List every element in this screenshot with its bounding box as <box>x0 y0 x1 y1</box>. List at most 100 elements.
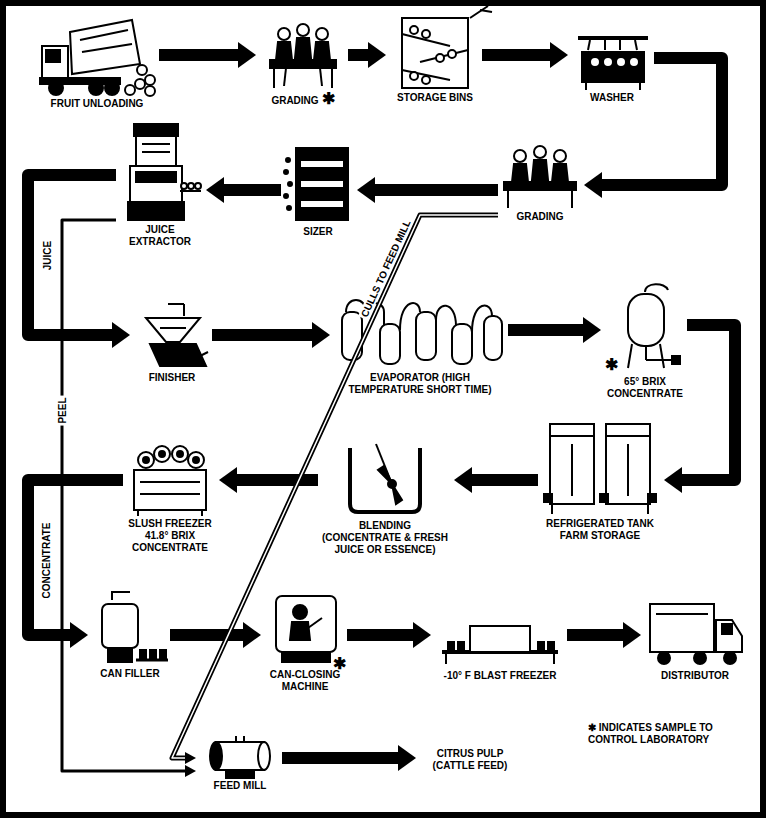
slush-freezer-icon-part <box>140 493 200 495</box>
delivery-truck-icon <box>650 604 742 664</box>
tank-farm-icon-part <box>648 494 656 502</box>
feed-mill-icon-part <box>216 742 264 770</box>
truck-icon-part <box>80 30 128 40</box>
station-label: FRUIT UNLOADING <box>35 98 159 110</box>
truck-icon-part <box>42 46 68 80</box>
tank-farm-icon-part <box>606 424 650 504</box>
flow-arrow-shaft <box>567 629 625 641</box>
juice-extractor-icon-part <box>130 166 182 202</box>
washer-icon-part <box>582 52 644 82</box>
juice-extractor-icon-part <box>136 172 176 182</box>
arrowhead <box>70 622 88 648</box>
can-closing-machine-icon-part <box>308 618 322 628</box>
sample-asterisk: ✱ <box>322 90 335 107</box>
washer-icon-part <box>616 57 626 67</box>
can-filler-icon-part <box>112 592 130 600</box>
graders-icon-part <box>316 28 328 40</box>
concentrate-tank-icon-part <box>628 344 632 368</box>
blending-vat-icon-part <box>350 448 420 512</box>
station-label: GRADING <box>498 211 582 223</box>
sizer-icon-part <box>300 160 344 168</box>
feed-mill-icon <box>210 736 270 778</box>
station-label: REFRIGERATED TANK FARM STORAGE <box>538 518 662 542</box>
flow-arrow-shaft <box>482 49 552 61</box>
truck-icon-part <box>46 50 60 62</box>
tank-farm-icon-part <box>551 504 553 514</box>
can-closing-machine-icon-part <box>293 605 307 619</box>
arrowhead <box>206 177 224 203</box>
blending-vat-icon-part <box>378 466 402 504</box>
station-label: FINISHER <box>132 372 212 384</box>
process-station: REFRIGERATED TANK FARM STORAGE <box>538 418 662 542</box>
blast-freezer-icon-part <box>553 654 555 664</box>
slush-freezer-icon-part <box>188 452 204 468</box>
graders-icon-part <box>284 68 286 86</box>
station-label: EVAPORATOR (HIGH TEMPERATURE SHORT TIME) <box>332 372 508 396</box>
graders-icon <box>270 24 336 88</box>
arrowhead <box>357 177 375 203</box>
washer-icon-part <box>585 82 587 90</box>
process-station: 65° BRIX CONCENTRATE ✱ <box>603 280 687 400</box>
blending-vat-icon <box>350 444 420 512</box>
process-station: STORAGE BINS <box>388 10 482 104</box>
graders-icon-part <box>504 182 576 190</box>
graders-icon-part <box>331 68 333 88</box>
tank-farm-icon-part <box>606 435 650 437</box>
evaporator-icon-part <box>380 324 400 364</box>
tank-farm-icon-part <box>550 424 594 504</box>
washer-icon-part <box>604 40 606 50</box>
flow-arrow <box>159 42 256 68</box>
graders-icon-part <box>554 150 566 162</box>
arrowhead <box>550 42 568 68</box>
arrowhead <box>664 467 682 493</box>
station-label: CAN-CLOSING MACHINE <box>263 669 347 693</box>
storage-bins-icon-part <box>422 30 430 38</box>
juice-extractor-icon <box>128 124 201 220</box>
slush-freezer-icon-part <box>201 510 203 516</box>
can-closing-machine-icon-part <box>282 652 330 662</box>
sizer-icon-part <box>296 148 348 220</box>
juice-extractor-icon-part <box>142 143 170 145</box>
flow-arrow <box>62 220 196 777</box>
process-station: FINISHER <box>132 300 212 384</box>
graders-icon-part <box>278 28 290 40</box>
frame <box>3 3 763 815</box>
tank-farm-icon <box>544 424 656 514</box>
flow-label: PEEL <box>57 395 68 425</box>
process-station: CAN-CLOSING MACHINE✱ <box>263 585 347 693</box>
juice-extractor-icon-part <box>181 183 187 189</box>
storage-bins-icon-part <box>470 6 488 18</box>
washer-icon-part <box>629 57 639 67</box>
sample-asterisk: ✱ <box>605 358 618 372</box>
truck-icon-part <box>137 65 147 75</box>
arrowhead <box>219 467 237 493</box>
station-label: GRADING <box>271 95 318 106</box>
can-filler-icon-part <box>108 648 132 662</box>
flow-arrow <box>508 317 601 343</box>
process-station: DISTRIBUTOR <box>643 590 747 682</box>
station-label: BLENDING (CONCENTRATE & FRESH JUICE OR E… <box>318 520 452 556</box>
flow-arrow-shaft <box>680 325 735 480</box>
process-station: EVAPORATOR (HIGH TEMPERATURE SHORT TIME) <box>332 290 508 396</box>
blast-freezer-icon-part <box>458 642 464 651</box>
delivery-truck-icon-part <box>650 604 714 652</box>
flow-arrow <box>567 622 641 648</box>
flow-arrow-shaft <box>508 324 585 336</box>
sizer-icon-part <box>284 170 288 174</box>
graders-icon <box>504 146 576 208</box>
flow-arrow-shaft <box>212 329 314 341</box>
station-label: 65° BRIX CONCENTRATE <box>603 376 687 400</box>
can-closing-machine-icon-part <box>290 622 310 640</box>
flow-arrow <box>357 177 498 203</box>
evaporator-icon-part <box>452 324 472 364</box>
slush-freezer-icon-part <box>177 451 183 457</box>
flow-arrow-shaft <box>348 49 370 61</box>
sizer-icon-part <box>286 158 290 162</box>
slush-freezer-icon-part <box>137 510 139 516</box>
arrowhead <box>238 42 256 68</box>
truck-icon <box>40 20 155 96</box>
flow-arrow-shaft <box>159 49 240 61</box>
storage-bins-icon-part <box>402 18 468 88</box>
